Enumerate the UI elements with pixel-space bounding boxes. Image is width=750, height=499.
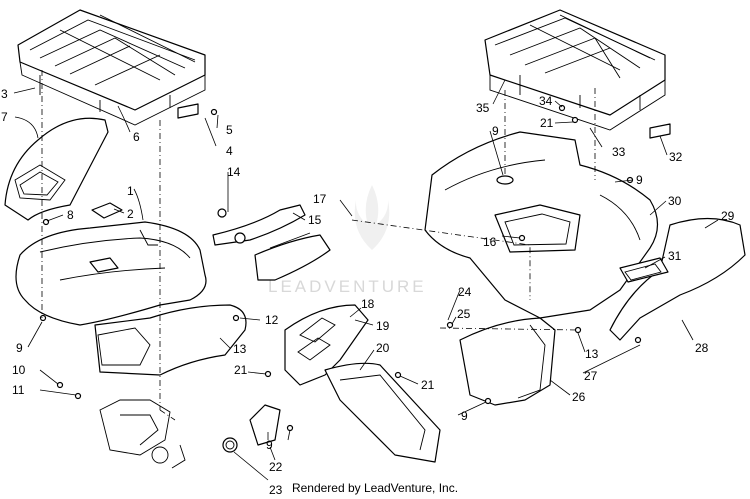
callout-30: 30: [668, 194, 682, 208]
callout-13-front: 13: [233, 342, 247, 356]
callout-9-rear-right: 9: [636, 173, 643, 187]
front-body: [15, 221, 207, 326]
callout-8: 8: [67, 208, 74, 222]
callout-22: 22: [269, 460, 283, 474]
callout-19: 19: [376, 319, 390, 333]
front-frame-detail: [99, 399, 186, 469]
callout-3: 3: [1, 87, 8, 101]
front-fender-panel: [4, 117, 109, 221]
callout-labels: 3 7 6 5 4 1 2 8 9 10 11 12 13 14 15 17 1…: [1, 87, 735, 497]
callout-7: 7: [1, 110, 8, 124]
front-lower-fender: [94, 304, 247, 376]
callout-14: 14: [227, 165, 241, 179]
side-panel-upper: [212, 204, 306, 246]
callout-12: 12: [265, 313, 279, 327]
callout-21-center: 21: [421, 378, 435, 392]
callout-9-front: 9: [16, 341, 23, 355]
fasteners: [39, 104, 642, 432]
callout-6: 6: [133, 130, 140, 144]
rear-reflector: [649, 123, 671, 139]
callout-33: 33: [612, 145, 626, 159]
callout-16: 16: [483, 235, 497, 249]
watermark-text: LEADVENTURE: [268, 277, 427, 296]
right-rear-fender: [609, 217, 746, 341]
callout-17: 17: [313, 192, 327, 206]
callout-28: 28: [695, 341, 709, 355]
callout-9-lower: 9: [461, 409, 468, 423]
callout-21-rear: 21: [540, 116, 554, 130]
side-vent-panel: [284, 304, 369, 386]
callout-15: 15: [308, 213, 322, 227]
callout-1: 1: [127, 184, 134, 198]
callout-24: 24: [458, 285, 472, 299]
callout-9-rear-top: 9: [492, 124, 499, 138]
decal-square: [91, 202, 123, 219]
callout-27: 27: [584, 369, 598, 383]
rear-rack: [484, 9, 666, 131]
callout-31: 31: [668, 249, 682, 263]
callout-9-bracket: 9: [266, 438, 273, 452]
callout-25: 25: [457, 307, 471, 321]
centerlines: [41, 70, 596, 421]
hose-clamp: [222, 437, 238, 453]
callout-32: 32: [669, 150, 683, 164]
callout-11: 11: [12, 383, 25, 397]
callout-4: 4: [226, 144, 233, 158]
rack-reflector: [177, 103, 199, 119]
callout-13-rear: 13: [585, 347, 599, 361]
rear-lower-panel: [459, 317, 556, 406]
callout-5: 5: [226, 123, 233, 137]
callout-35: 35: [476, 101, 490, 115]
leader-lines: [13, 79, 719, 481]
watermark-logo: [354, 185, 390, 250]
callout-21-left: 21: [234, 363, 248, 377]
footwell-panel: [324, 362, 441, 463]
callout-20: 20: [376, 341, 390, 355]
callout-34: 34: [539, 94, 553, 108]
callout-23: 23: [269, 483, 283, 497]
side-panel-lower: [234, 232, 331, 281]
callout-2: 2: [127, 207, 134, 221]
callout-26: 26: [572, 390, 586, 404]
rear-body: [424, 131, 659, 319]
callout-10: 10: [12, 363, 26, 377]
bracket: [249, 404, 281, 446]
callout-18: 18: [361, 297, 375, 311]
front-rack: [17, 9, 206, 126]
rendered-by-credit: Rendered by LeadVenture, Inc.: [291, 481, 459, 495]
callout-29: 29: [721, 209, 735, 223]
